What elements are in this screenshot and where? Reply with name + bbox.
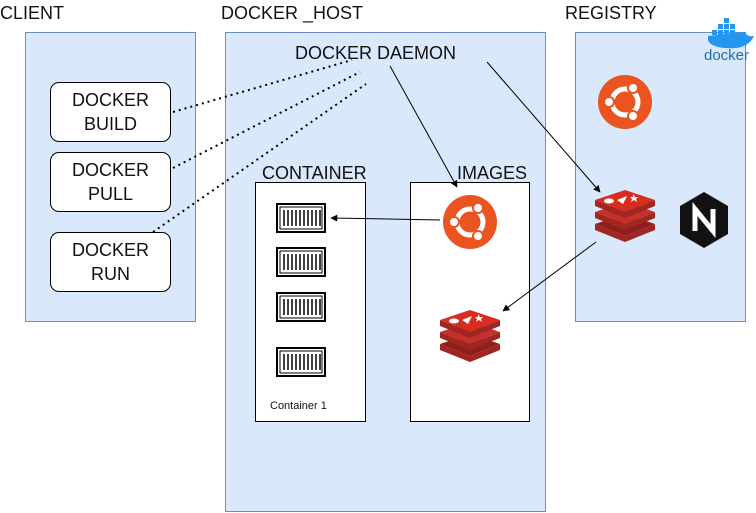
docker-daemon-label: DOCKER DAEMON bbox=[295, 43, 457, 63]
images-box-title: IMAGES bbox=[457, 163, 528, 183]
docker-logo-text: docker bbox=[704, 47, 750, 64]
docker-pull-line2: PULL bbox=[87, 184, 133, 204]
ubuntu-logo-icon bbox=[598, 75, 652, 129]
docker-build-box[interactable]: DOCKER BUILD bbox=[50, 82, 171, 142]
registry-panel bbox=[575, 32, 746, 322]
redis-logo-icon bbox=[440, 310, 500, 362]
docker-pull-line1: DOCKER bbox=[71, 160, 149, 180]
docker-whale-icon bbox=[708, 18, 754, 49]
docker-host-label: DOCKER _HOST bbox=[221, 3, 364, 23]
daemon-to-registry-arrow bbox=[486, 61, 601, 193]
redis-logo-icon bbox=[595, 190, 655, 242]
docker-pull-box[interactable]: DOCKER PULL bbox=[50, 152, 171, 212]
registry-to-image-arrow bbox=[502, 241, 597, 312]
pull-connector bbox=[172, 71, 361, 169]
image-to-container-arrow bbox=[330, 214, 441, 222]
registry-label: REGISTRY bbox=[565, 3, 657, 23]
docker-run-box[interactable]: DOCKER RUN bbox=[50, 232, 171, 292]
client-daemon-connectors bbox=[152, 59, 367, 233]
container-icon bbox=[276, 247, 326, 277]
docker-run-line2: RUN bbox=[90, 264, 130, 284]
docker-run-line1: DOCKER bbox=[71, 240, 149, 260]
container-box-title: CONTAINER bbox=[262, 163, 367, 183]
client-label: CLIENT bbox=[0, 3, 65, 23]
run-connector bbox=[152, 83, 367, 233]
container-icon bbox=[276, 292, 326, 322]
ubuntu-logo-icon bbox=[443, 195, 497, 249]
container-icon bbox=[276, 203, 326, 233]
build-connector bbox=[172, 59, 353, 113]
container-icon bbox=[276, 347, 326, 377]
docker-build-line1: DOCKER bbox=[71, 90, 149, 110]
docker-build-line2: BUILD bbox=[83, 114, 137, 134]
nginx-logo-icon bbox=[680, 192, 728, 248]
container-caption: Container 1 bbox=[270, 400, 327, 412]
daemon-to-ubuntu-image-arrow bbox=[389, 65, 458, 188]
